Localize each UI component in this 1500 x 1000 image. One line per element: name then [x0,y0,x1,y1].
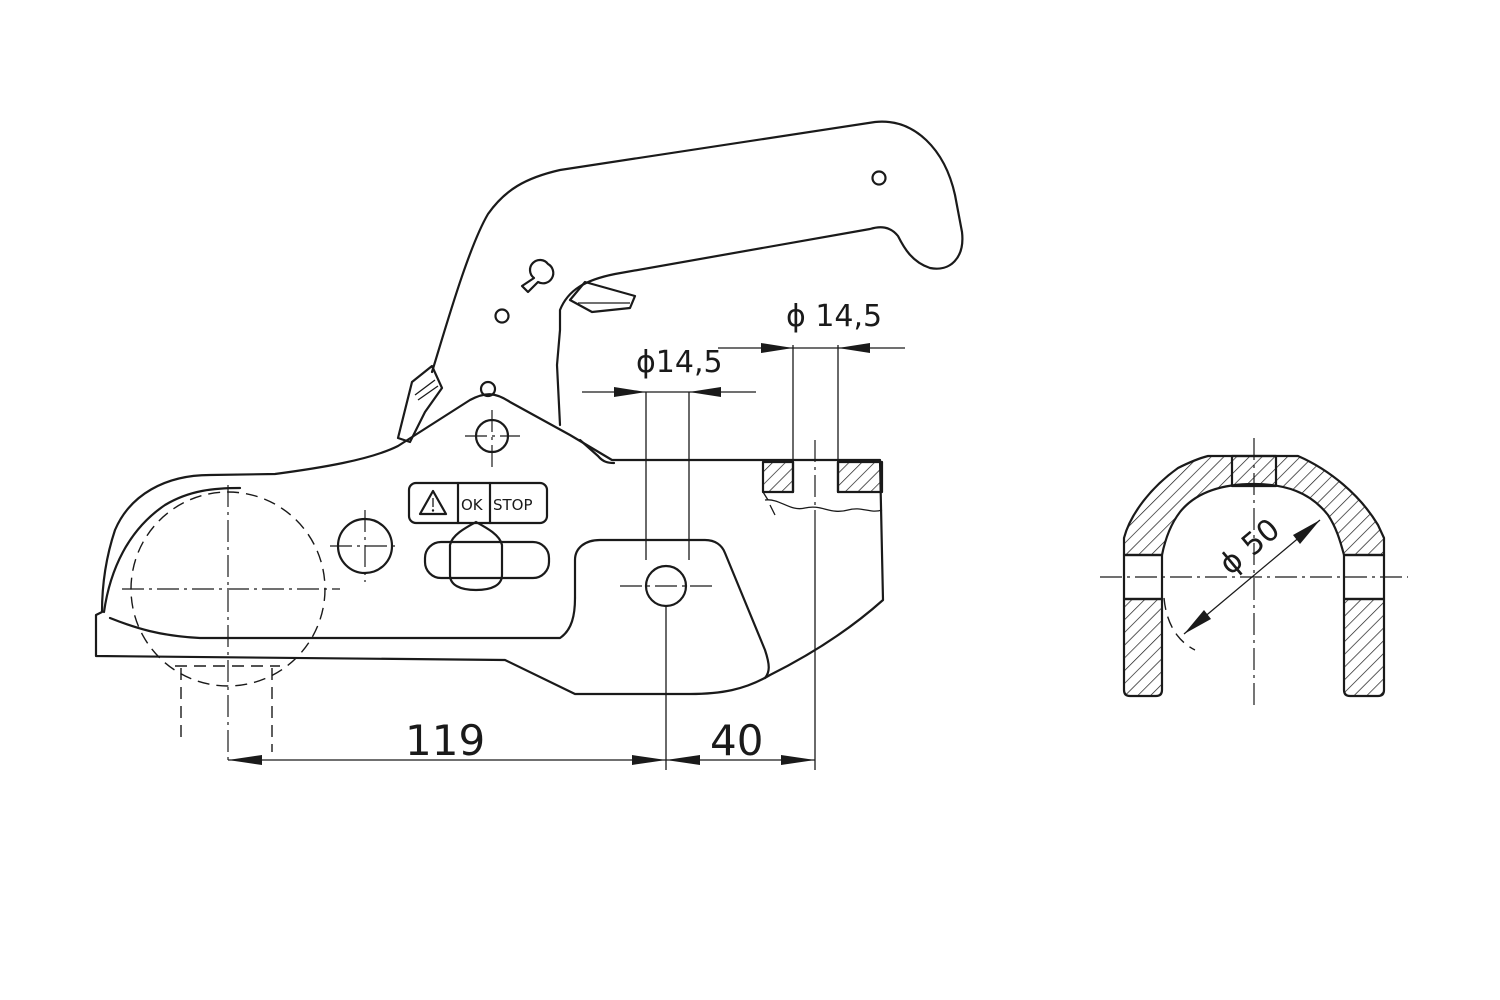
wear-indicator: OK STOP [407,481,549,525]
section-view: ϕ 50 [1100,438,1408,705]
dim-length-main: 119 [405,716,485,765]
handle-trigger [568,280,637,314]
section-arch [1122,454,1386,557]
safety-latch [396,364,444,444]
dim-hole-diameter-right: ϕ 14,5 [786,299,882,334]
stop-label: STOP [493,496,533,514]
indicator-slot [423,540,551,580]
break-line [764,499,883,512]
drawbar-hidden [175,665,280,752]
ok-label: OK [461,496,484,514]
section-left [761,460,795,494]
dim-ball-diameter: ϕ 50 [1213,512,1287,582]
dim-hole-diameter-left: ϕ14,5 [636,345,723,380]
section-leg-left [1122,597,1164,698]
section-right [836,460,884,494]
section-leg-right [1342,597,1386,698]
housing-body [94,393,885,696]
handle-lever [430,120,964,427]
pivot-hole [494,308,510,324]
dim-length-offset: 40 [710,716,763,765]
dimension-group: ϕ14,5 ϕ 14,5 119 40 [228,299,905,770]
keyhole-slot [520,258,555,294]
indicator-knob [448,520,504,592]
coupling-side-view: OK STOP [94,120,964,760]
warning-triangle-icon [418,489,448,516]
housing-window [573,538,770,680]
pin-head [479,380,497,398]
handle-hole [871,170,887,186]
